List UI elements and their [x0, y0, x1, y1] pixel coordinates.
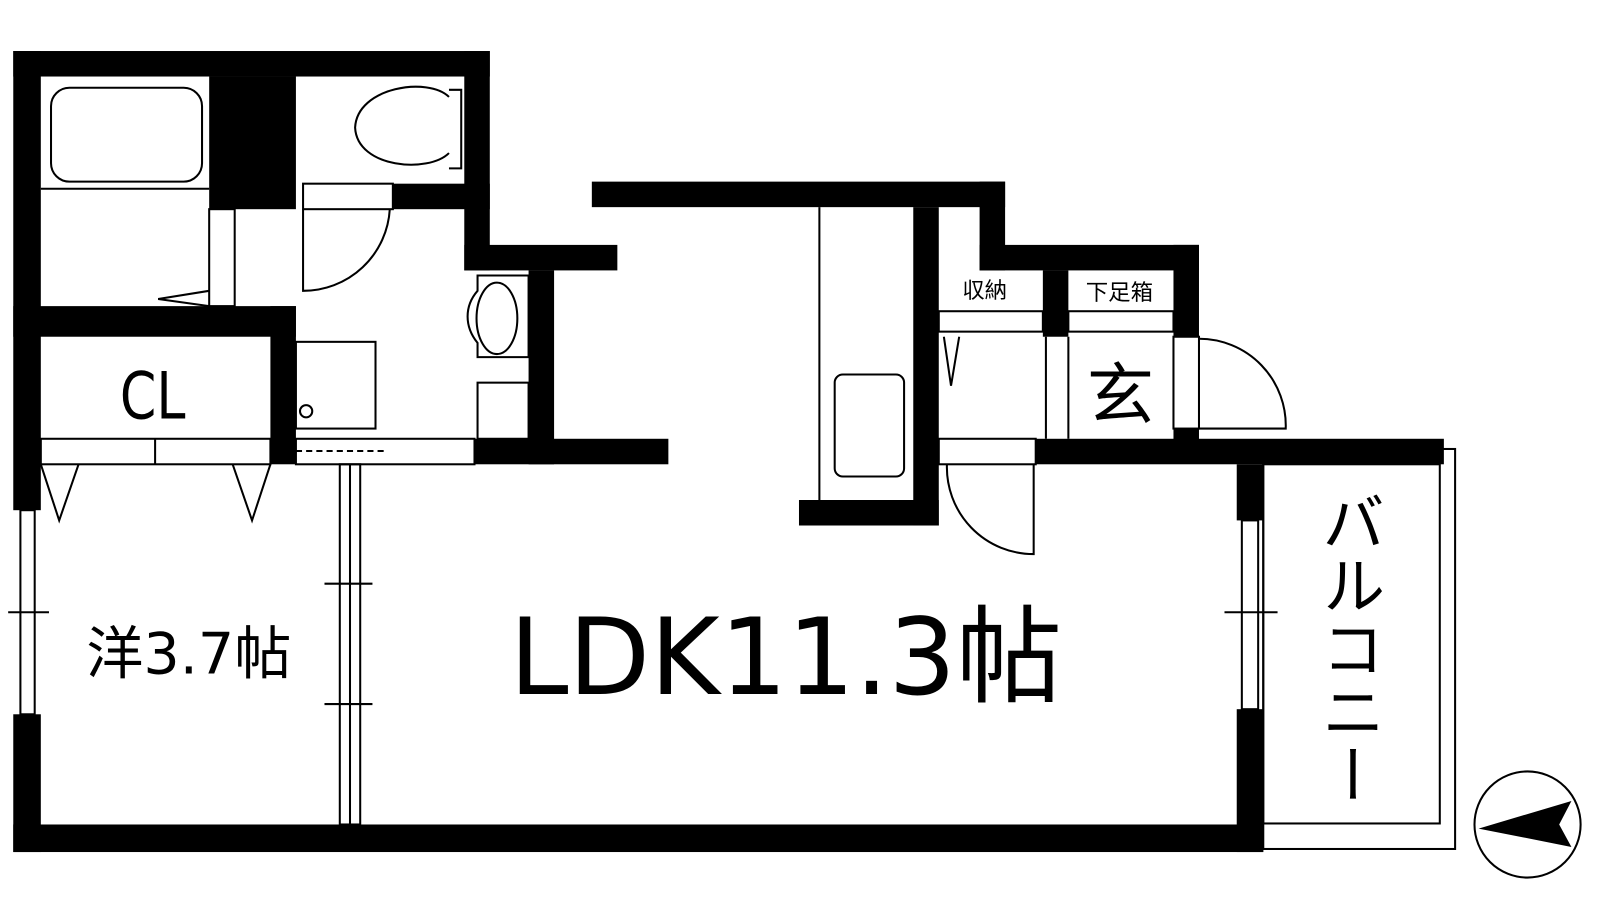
door-swing	[302, 209, 391, 292]
sink-icon	[466, 274, 530, 359]
washing-machine-icon	[294, 340, 377, 430]
room-label-western: 洋3.7帖	[86, 621, 291, 687]
toilet-icon	[354, 85, 463, 170]
stove-icon	[833, 373, 906, 478]
room-label-storage: 収納	[962, 278, 1007, 304]
door-swing	[945, 464, 1035, 556]
bathtub-icon	[50, 86, 204, 183]
room-label-closet: CL	[120, 358, 186, 434]
fixtures	[8, 85, 1457, 850]
walls	[13, 51, 1444, 853]
compass	[1473, 770, 1582, 879]
room-label-ldk: LDK11.3帖	[509, 596, 1062, 720]
door-swing	[1198, 337, 1287, 430]
room-label-entrance: 玄	[1087, 355, 1154, 434]
room-label-balcony: バルコニー	[1312, 490, 1386, 806]
north-arrow-icon	[1478, 801, 1572, 847]
room-label-shoe-cabinet: 下足箱	[1086, 280, 1153, 306]
